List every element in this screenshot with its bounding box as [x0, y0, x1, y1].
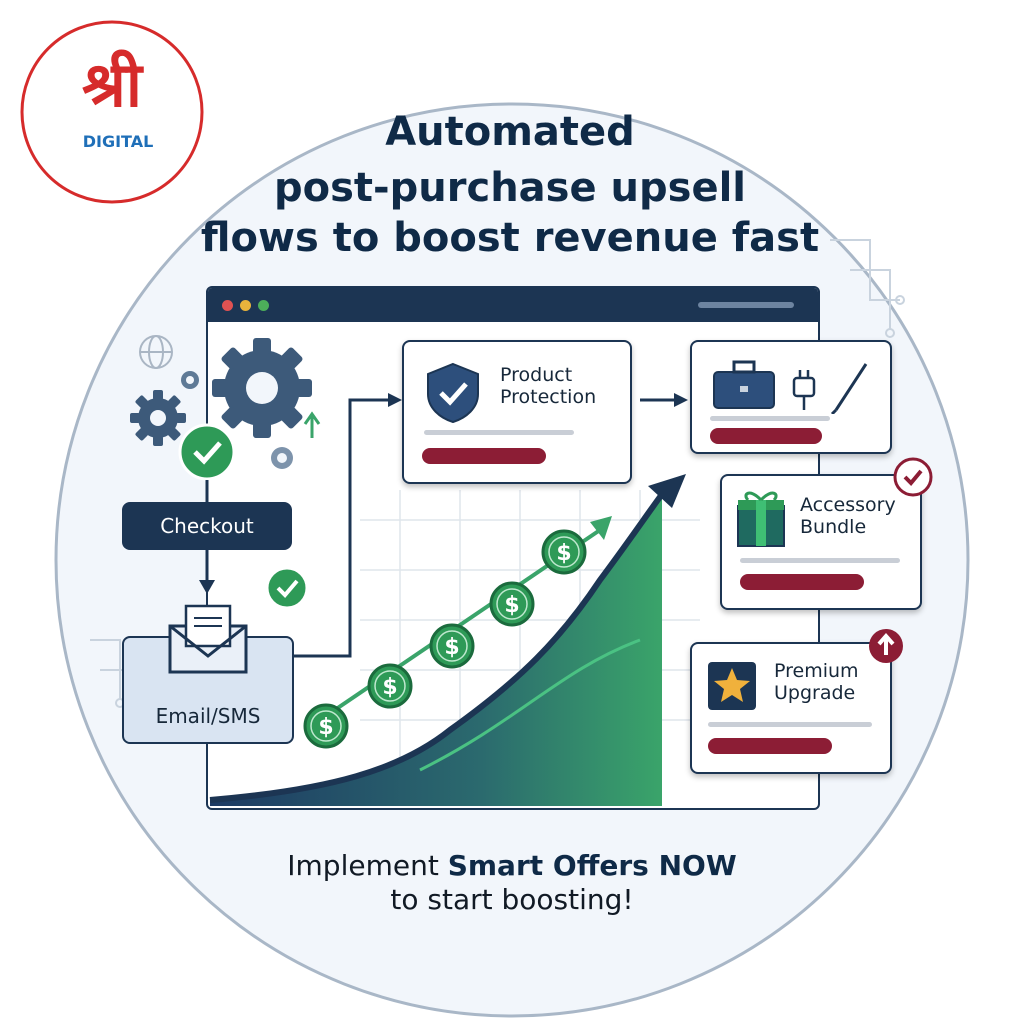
offer-4-cta-button[interactable] [708, 738, 832, 754]
coins-layer: $ $ $ $ $ [303, 529, 587, 749]
offer-4-label-line1: Premium [774, 660, 859, 682]
footer-emphasis: Smart Offers NOW [447, 849, 737, 882]
flow-to-protection [288, 398, 390, 658]
dollar-coin-icon: $ [489, 581, 535, 627]
offer-3-text-line [740, 558, 900, 563]
title-line-3: flows to boost revenue fast [200, 215, 820, 261]
offer-3-cta-button[interactable] [740, 574, 864, 590]
dollar-sign: $ [318, 715, 333, 740]
title-line-2: post-purchase upsell [274, 165, 746, 211]
offer-4-label-line2: Upgrade [774, 682, 856, 704]
offer-1-cta-button[interactable] [422, 448, 546, 464]
medium-gear-icon [130, 390, 186, 446]
pen-icon [830, 363, 868, 414]
dollar-sign: $ [382, 675, 397, 700]
offer-3-label-line1: Accessory [800, 494, 896, 516]
small-up-arrow-icon [303, 411, 321, 438]
offer-2-cta-button[interactable] [710, 428, 822, 444]
dollar-coin-icon: $ [303, 703, 349, 749]
upgrade-arrow-badge-icon [869, 629, 903, 663]
flow-arrowhead-icon-3 [674, 393, 688, 407]
logo-glyph: श्री [82, 48, 142, 121]
small-gear-icon [181, 371, 199, 389]
briefcase-icon [713, 360, 775, 409]
dollar-sign: $ [504, 593, 519, 618]
email-sms-step: Email/SMS [122, 604, 294, 744]
flow-arrowhead-icon [199, 580, 215, 594]
footer-line-2: to start boosting! [390, 883, 634, 916]
plug-icon [792, 370, 816, 410]
offer-4-text-line [708, 722, 872, 727]
star-icon [708, 662, 756, 710]
check-circle-small-icon [265, 566, 309, 610]
flow-arrowhead-icon-2 [388, 393, 402, 407]
dollar-coin-icon: $ [541, 529, 587, 575]
offer-3-label-line2: Bundle [800, 516, 867, 538]
offer-card-premium-upgrade[interactable]: Premium Upgrade [690, 642, 892, 774]
email-sms-label: Email/SMS [155, 704, 261, 728]
growth-arrowhead-icon [648, 474, 686, 508]
offer-card-accessory-bundle[interactable]: Accessory Bundle [720, 474, 922, 610]
offer-1-text-line [424, 430, 574, 435]
growth-line [209, 484, 671, 803]
logo: श्री DIGITAL [18, 18, 206, 206]
minimize-dot-icon [240, 300, 251, 311]
large-gear-icon [212, 338, 312, 438]
shield-check-icon [427, 362, 479, 424]
offer-1-label-line1: Product [500, 364, 573, 386]
footer-line-1: Implement Smart Offers NOW [160, 846, 864, 886]
briefcase-plug-pen-icons [713, 360, 868, 414]
secondary-arrow [419, 638, 641, 772]
gift-box-icon [737, 491, 785, 547]
logo-text: DIGITAL [82, 132, 154, 151]
check-circle-icon [178, 423, 236, 481]
checkout-step: Checkout [122, 502, 292, 550]
envelope-icon [168, 604, 248, 674]
globe-icon [139, 335, 173, 369]
small-gear-icon-2 [271, 447, 293, 469]
browser-titlebar [208, 288, 818, 322]
address-bar-icon [698, 302, 794, 308]
maximize-dot-icon [258, 300, 269, 311]
check-badge-icon [893, 457, 933, 497]
close-dot-icon [222, 300, 233, 311]
dollar-sign: $ [444, 635, 459, 660]
offer-card-product-protection[interactable]: Product Protection [402, 340, 632, 484]
footer-part-1: Implement [287, 849, 448, 882]
offer-card-accessories[interactable] [690, 340, 892, 454]
offer-2-text-line [710, 416, 830, 421]
growth-area [210, 490, 662, 806]
logo-circle-icon [20, 20, 204, 204]
dollar-sign: $ [556, 541, 571, 566]
checkout-label: Checkout [160, 514, 254, 538]
offer-1-label-line2: Protection [500, 386, 597, 408]
dollar-coin-icon: $ [429, 623, 475, 669]
coin-trend-arrowhead-icon [590, 516, 612, 540]
dollar-coin-icon: $ [367, 663, 413, 709]
circuit-lines-icon [90, 239, 905, 708]
title-line-1: Automated [385, 109, 635, 155]
